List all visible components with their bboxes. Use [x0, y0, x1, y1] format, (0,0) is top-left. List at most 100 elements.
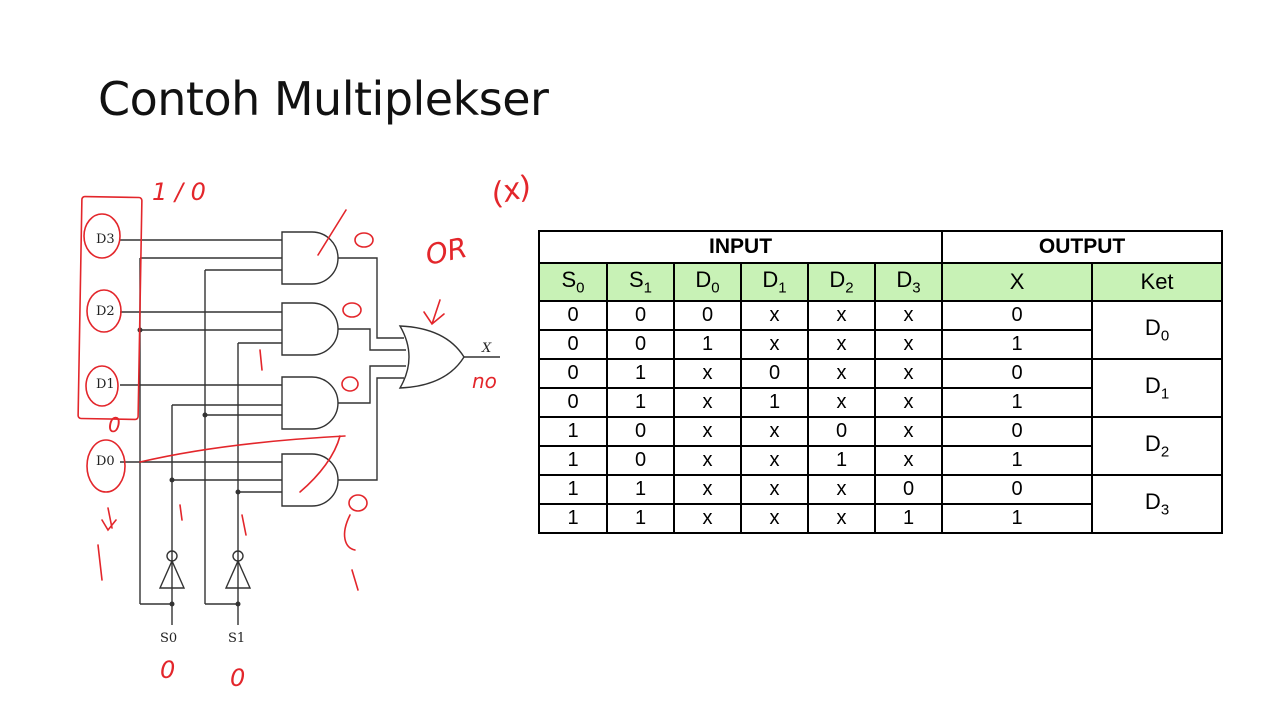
ket-cell: D2: [1091, 416, 1224, 476]
mux-circuit-diagram: D3 D2 D1 D0 S0 S1 X 1 / 0 OR (x) no 0: [77, 169, 530, 692]
table-cell: 0: [673, 300, 742, 331]
table-cell: x: [807, 503, 876, 534]
table-cell: 1: [538, 416, 608, 447]
slide-title: Contoh Multiplekser: [98, 72, 549, 126]
column-header: D3: [873, 262, 944, 302]
column-header: S1: [606, 262, 675, 302]
table-cell: x: [673, 474, 742, 505]
input-group-header: INPUT: [537, 230, 944, 264]
ket-cell: D1: [1091, 358, 1224, 418]
table-cell: x: [807, 300, 876, 331]
table-cell: 1: [807, 445, 876, 476]
table-cell: 0: [606, 416, 675, 447]
column-header: D0: [673, 262, 742, 302]
table-cell: 1: [873, 503, 944, 534]
table-cell: x: [740, 329, 809, 360]
annotation-x: (x): [487, 169, 530, 213]
table-cell: x: [673, 445, 742, 476]
table-cell: 0: [740, 358, 809, 389]
table-cell: 0: [606, 329, 675, 360]
table-cell: 0: [941, 416, 1094, 447]
annotation-top-input: 1 / 0: [152, 178, 206, 206]
junction-dots: [137, 327, 241, 607]
table-cell: 0: [538, 358, 608, 389]
column-header: Ket: [1091, 262, 1224, 302]
table-cell: x: [740, 300, 809, 331]
table-cell: 1: [673, 329, 742, 360]
annotation-or: OR: [423, 231, 470, 272]
table-cell: 1: [941, 445, 1094, 476]
table-cell: 0: [606, 445, 675, 476]
output-label-x: X: [481, 341, 492, 356]
group-header-row: INPUT OUTPUT: [537, 230, 1224, 264]
column-header: X: [941, 262, 1094, 302]
annotation-s0-value: 0: [160, 656, 175, 684]
table-cell: 0: [807, 416, 876, 447]
table-cell: x: [673, 358, 742, 389]
input-label-d0: D0: [96, 454, 115, 469]
table-cell: x: [807, 387, 876, 418]
table-cell: 0: [873, 474, 944, 505]
table-cell: x: [873, 387, 944, 418]
table-cell: x: [807, 474, 876, 505]
column-header: D2: [807, 262, 876, 302]
table-cell: 1: [606, 474, 675, 505]
table-cell: 1: [538, 474, 608, 505]
table-cell: 0: [538, 387, 608, 418]
ket-cell: D3: [1091, 474, 1224, 534]
table-cell: x: [807, 329, 876, 360]
table-cell: x: [673, 416, 742, 447]
table-cell: x: [740, 474, 809, 505]
table-cell: x: [740, 445, 809, 476]
table-cell: 0: [941, 300, 1094, 331]
input-label-d2: D2: [96, 304, 115, 319]
table-cell: x: [673, 503, 742, 534]
input-label-d3: D3: [96, 232, 115, 247]
table-cell: x: [873, 329, 944, 360]
table-cell: x: [807, 358, 876, 389]
table-cell: 1: [538, 503, 608, 534]
input-label-d1: D1: [96, 377, 115, 392]
table-cell: x: [873, 445, 944, 476]
table-cell: 1: [606, 387, 675, 418]
table-cell: 0: [538, 329, 608, 360]
column-header: D1: [740, 262, 809, 302]
table-cell: x: [673, 387, 742, 418]
red-annotations: [77, 195, 445, 591]
table-cell: 0: [606, 300, 675, 331]
output-group-header: OUTPUT: [941, 230, 1224, 264]
ket-cell: D0: [1091, 300, 1224, 360]
table-cell: 0: [941, 474, 1094, 505]
annotation-s1-value: 0: [230, 664, 245, 692]
table-cell: x: [740, 416, 809, 447]
annotation-or-output: no: [472, 369, 497, 393]
annotation-d0-above: 0: [108, 413, 121, 437]
table-cell: 1: [941, 503, 1094, 534]
select-label-s1: S1: [228, 631, 245, 646]
table-cell: 1: [606, 358, 675, 389]
table-cell: 0: [538, 300, 608, 331]
table-cell: 1: [538, 445, 608, 476]
table-cell: x: [740, 503, 809, 534]
table-cell: x: [873, 358, 944, 389]
table-cell: 1: [941, 387, 1094, 418]
table-cell: x: [873, 300, 944, 331]
table-cell: 1: [941, 329, 1094, 360]
table-cell: 1: [606, 503, 675, 534]
select-label-s0: S0: [160, 631, 177, 646]
table-cell: 1: [740, 387, 809, 418]
table-cell: 0: [941, 358, 1094, 389]
column-header: S0: [538, 262, 608, 302]
circuit-wiring: [120, 231, 500, 625]
